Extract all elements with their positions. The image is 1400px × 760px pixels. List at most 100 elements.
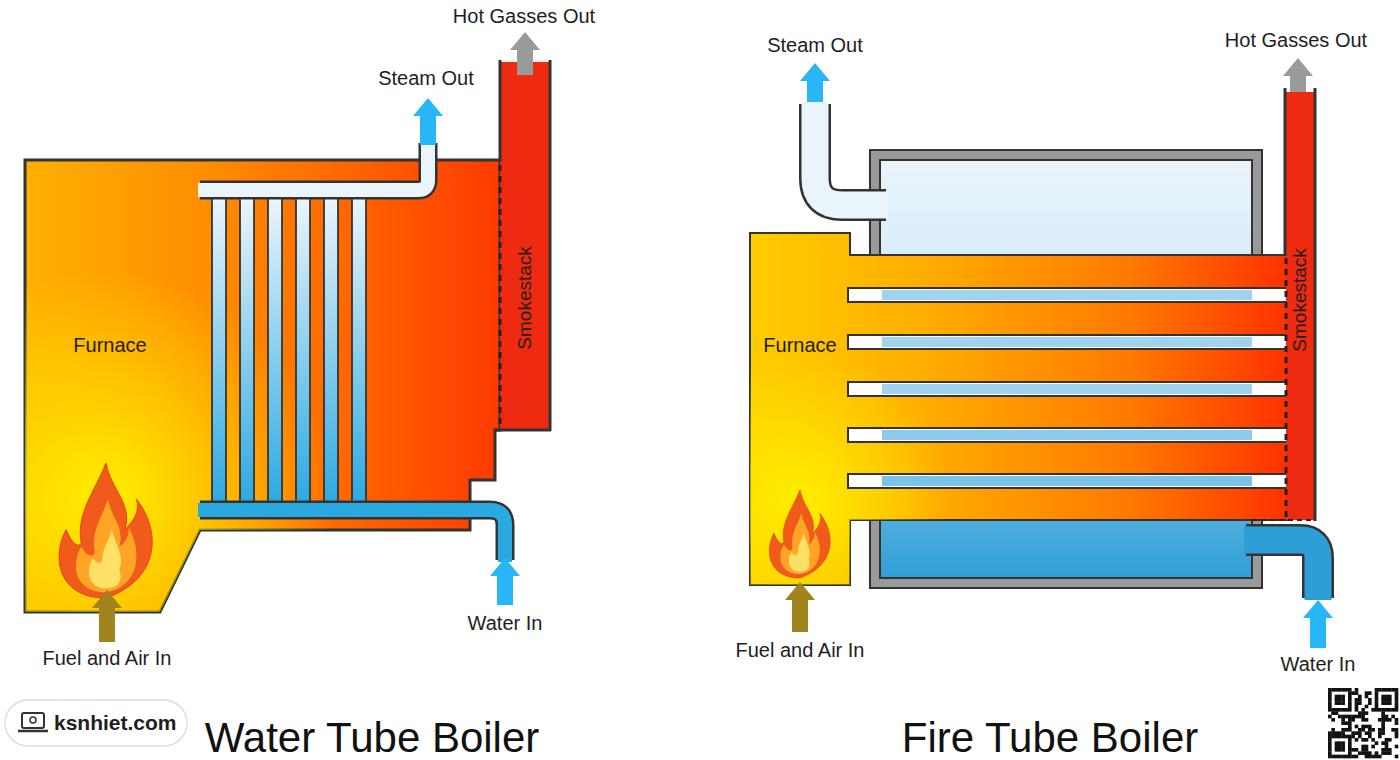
qr-module: [1341, 745, 1345, 749]
qr-module: [1335, 701, 1339, 705]
water-tubes: [352, 194, 366, 506]
qr-module: [1378, 728, 1382, 732]
qr-module: [1381, 728, 1385, 732]
water-header-outline: [200, 510, 505, 560]
water-gaps: [848, 288, 1288, 488]
qr-module: [1385, 738, 1389, 742]
qr-module: [1365, 745, 1369, 749]
qr-module: [1365, 731, 1369, 735]
qr-module: [1368, 701, 1372, 705]
qr-module: [1341, 741, 1345, 745]
qr-module: [1368, 691, 1372, 695]
steam-header-outline: [200, 143, 428, 190]
flow-label: Hot Gasses Out: [1225, 29, 1367, 52]
qr-module: [1341, 728, 1345, 732]
qr-module: [1338, 735, 1342, 739]
qr-code: [1326, 686, 1400, 760]
qr-module: [1388, 695, 1392, 699]
qr-module: [1385, 688, 1389, 692]
qr-module: [1371, 738, 1375, 742]
qr-module: [1355, 738, 1359, 742]
steam-arrow: [800, 63, 830, 102]
qr-module: [1395, 718, 1399, 722]
qr-module: [1328, 731, 1332, 735]
qr-module: [1351, 691, 1355, 695]
qr-module: [1348, 695, 1352, 699]
qr-module: [1341, 748, 1345, 752]
qr-module: [1335, 741, 1339, 745]
qr-module: [1365, 725, 1369, 729]
qr-module: [1385, 695, 1389, 699]
qr-module: [1338, 698, 1342, 702]
qr-module: [1371, 708, 1375, 712]
qr-module: [1365, 751, 1369, 755]
qr-module: [1341, 701, 1345, 705]
furnace-and-fire-tubes: [750, 233, 1288, 585]
qr-module: [1338, 715, 1342, 719]
furnace-zone: Furnace: [752, 325, 848, 365]
watermark-badge: [22, 713, 44, 728]
feed-pipe: [1244, 540, 1318, 600]
qr-module: [1335, 695, 1339, 699]
water-tubes: [324, 194, 338, 506]
qr-module: [1388, 698, 1392, 702]
qr-module: [1361, 748, 1365, 752]
qr-module: [1381, 688, 1385, 692]
qr-module: [1348, 715, 1352, 719]
qr-module: [1335, 688, 1339, 692]
qr-module: [1381, 748, 1385, 752]
qr-module: [1375, 691, 1379, 695]
qr-module: [1351, 718, 1355, 722]
water-tubes: [296, 194, 310, 506]
qr-module: [1378, 731, 1382, 735]
qr-module: [1341, 695, 1345, 699]
diagram-caption: Fire Tube Boiler: [902, 714, 1198, 760]
qr-module: [1328, 695, 1332, 699]
qr-module: [1358, 701, 1362, 705]
qr-module: [1361, 725, 1365, 729]
qr-module: [1328, 735, 1332, 739]
qr-module: [1385, 751, 1389, 755]
qr-module: [1385, 698, 1389, 702]
flow-label: Water In: [468, 612, 543, 635]
smokestack-wall: [549, 60, 552, 431]
qr-module: [1348, 728, 1352, 732]
qr-module: [1371, 728, 1375, 732]
qr-module: [1391, 728, 1395, 732]
qr-module: [1331, 708, 1335, 712]
qr-module: [1361, 745, 1365, 749]
qr-module: [1361, 738, 1365, 742]
qr-module: [1381, 751, 1385, 755]
qr-module: [1328, 688, 1332, 692]
steam-arrow: [413, 98, 443, 145]
flow-label: Fuel and Air In: [736, 639, 865, 662]
qr-module: [1355, 715, 1359, 719]
qr-module: [1375, 755, 1379, 759]
qr-module: [1345, 708, 1349, 712]
flow-label: Steam Out: [378, 67, 474, 90]
vertical-label: Smokestack: [514, 246, 536, 349]
qr-module: [1331, 711, 1335, 715]
qr-module: [1331, 755, 1335, 759]
qr-module: [1345, 728, 1349, 732]
qr-module: [1395, 691, 1399, 695]
steam-header: [198, 141, 428, 190]
qr-module: [1385, 708, 1389, 712]
qr-module: [1381, 725, 1385, 729]
qr-module: [1361, 751, 1365, 755]
flow-label: Steam Out: [767, 34, 863, 57]
qr-module: [1338, 755, 1342, 759]
qr-code: [1326, 686, 1400, 760]
qr-module: [1368, 725, 1372, 729]
qr-module: [1381, 711, 1385, 715]
qr-module: [1378, 708, 1382, 712]
steam-pipe: [815, 102, 888, 205]
flame: [59, 463, 152, 598]
qr-module: [1338, 688, 1342, 692]
qr-module: [1361, 715, 1365, 719]
qr-module: [1355, 755, 1359, 759]
qr-module: [1395, 745, 1399, 749]
qr-module: [1338, 708, 1342, 712]
